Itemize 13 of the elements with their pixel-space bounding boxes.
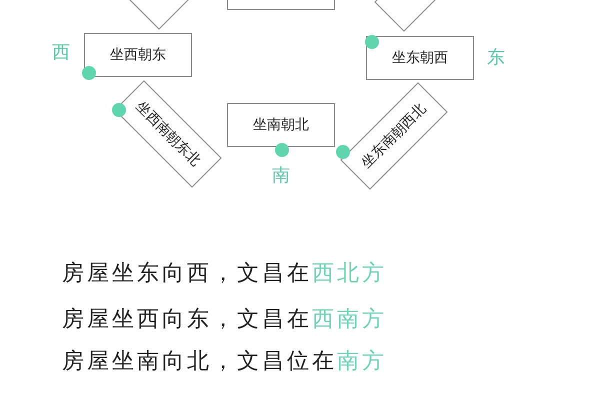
label-box: 坐西朝东: [84, 33, 192, 77]
statement-text: 房屋坐南向北，文昌位在: [62, 349, 337, 374]
label-box: 坐东南朝西北: [340, 82, 448, 190]
label-box: 坐东朝西: [366, 36, 474, 80]
direction-label: 南: [272, 164, 290, 187]
direction-label: 东: [487, 46, 505, 69]
direction-text: 南方: [337, 349, 387, 374]
statement-text: 房屋坐西向东，文昌在: [62, 307, 312, 332]
direction-text: 西北方: [312, 261, 387, 286]
label-box: 坐南朝北: [227, 103, 335, 147]
statement-text: 房屋坐东向西，文昌在: [62, 261, 312, 286]
direction-label: 西: [52, 41, 70, 64]
direction-text: 西南方: [312, 307, 387, 332]
